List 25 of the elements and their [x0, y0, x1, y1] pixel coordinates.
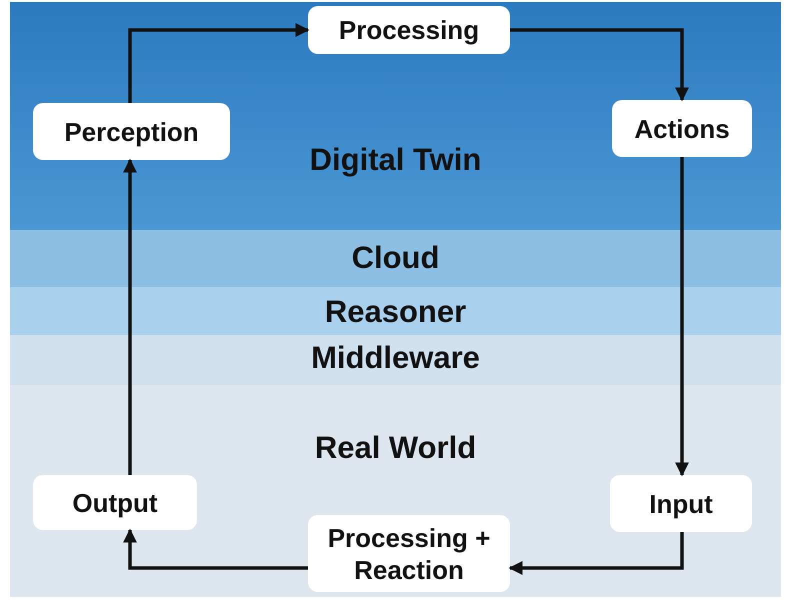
arrow — [675, 157, 689, 476]
node-label: Input — [649, 488, 713, 520]
arrow — [128, 23, 310, 103]
layer-label: Cloud — [352, 240, 440, 276]
process-box — [308, 515, 510, 592]
arrow — [510, 28, 689, 102]
arrow — [123, 158, 137, 475]
node-label: Actions — [634, 112, 730, 144]
node-label: Processing — [338, 14, 480, 46]
layer-band — [10, 2, 781, 230]
process-box — [612, 100, 752, 157]
arrow — [508, 532, 684, 575]
node-label: Perception — [64, 116, 199, 148]
layer-label: Real World — [314, 430, 476, 466]
layer-band — [10, 385, 781, 597]
node-label: Processing + Reaction — [326, 522, 492, 586]
node-label: Output — [72, 486, 158, 518]
process-box — [33, 475, 197, 530]
layer-label: Digital Twin — [310, 142, 482, 178]
layer-label: Middleware — [311, 340, 480, 376]
process-box — [33, 103, 230, 160]
process-box — [308, 6, 510, 54]
layer-label: Reasoner — [324, 294, 466, 330]
arrow — [123, 528, 308, 570]
process-box — [610, 475, 752, 532]
